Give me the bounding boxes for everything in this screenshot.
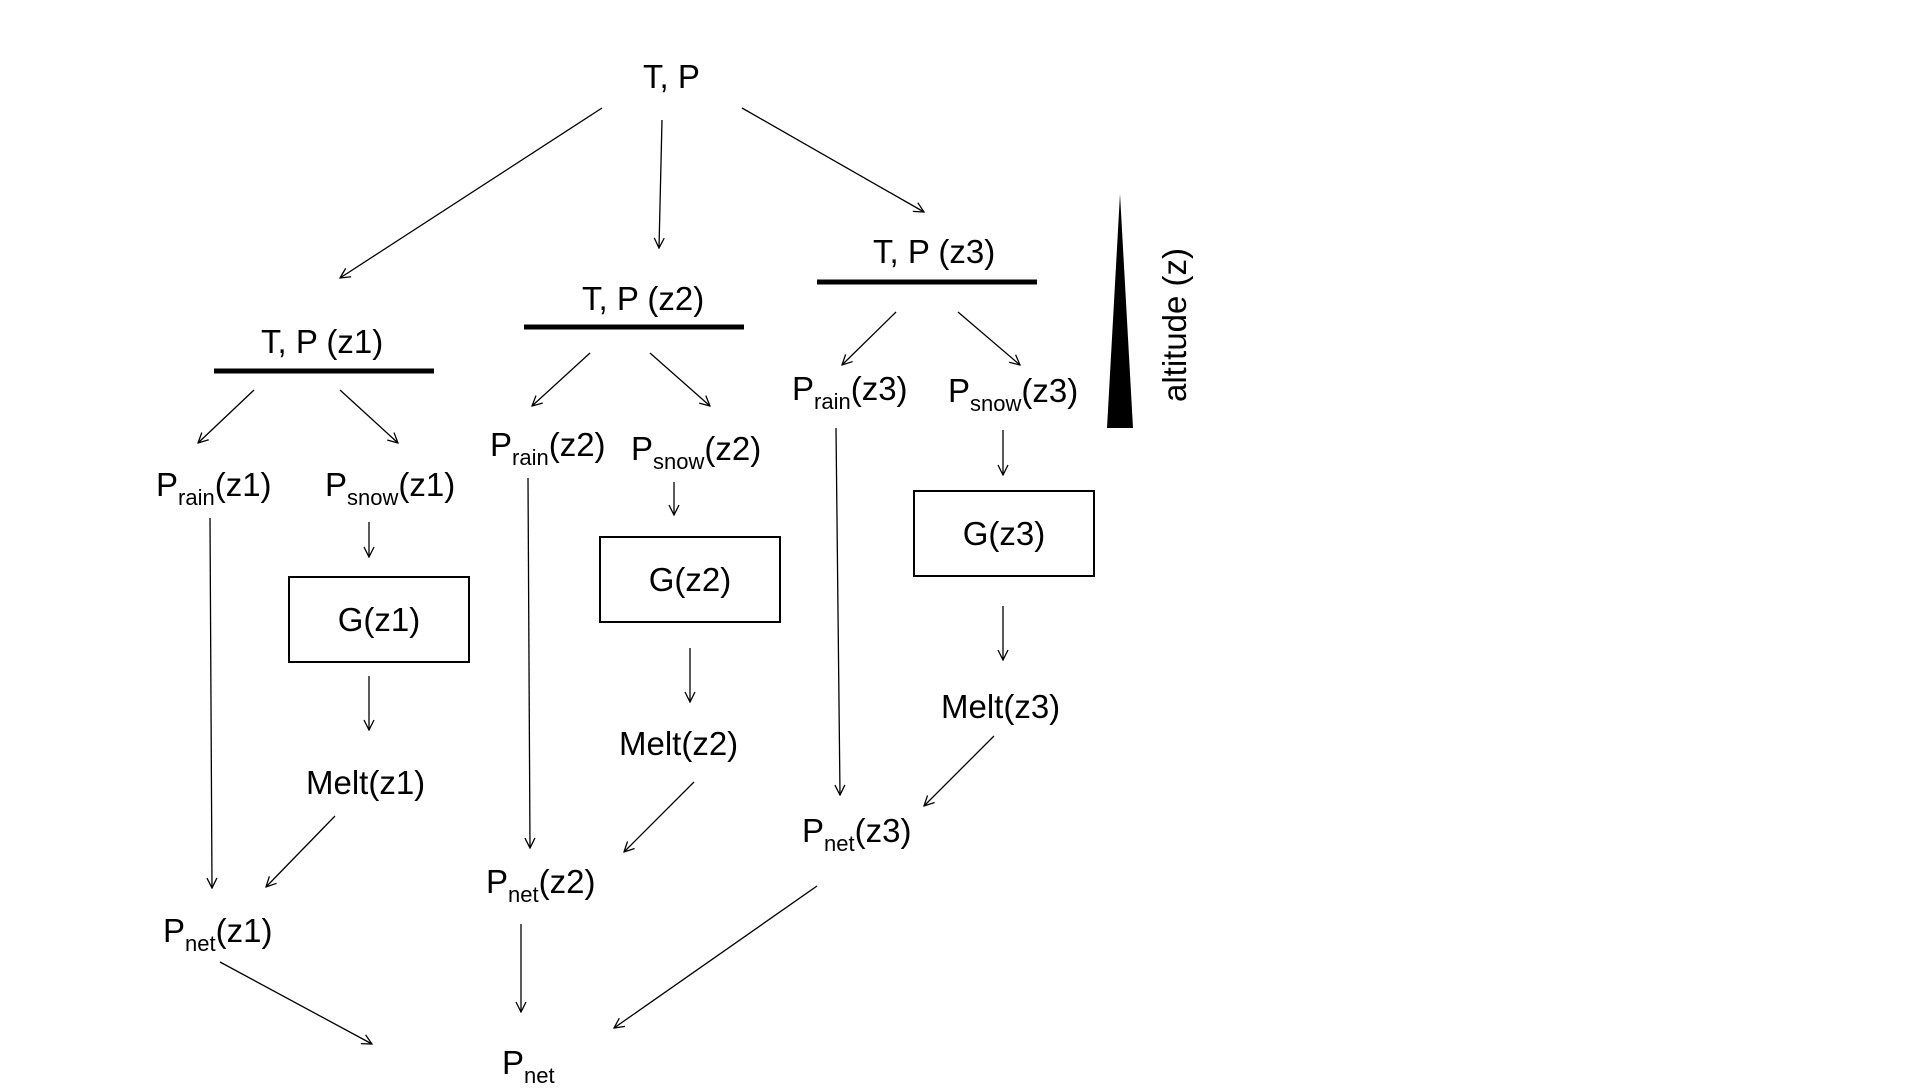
rain-z2: Prain(z2) (490, 426, 606, 470)
arrow-z1-net-to-total (219, 961, 372, 1044)
arrow-z1-to-snow (339, 389, 398, 443)
arrow-root-to-z2 (659, 119, 662, 248)
net-z3: Pnet(z3) (802, 812, 912, 856)
level-header-z3: T, P (z3) (873, 233, 996, 270)
glacier-box-z2: G(z2) (599, 536, 781, 623)
arrow-z2-to-rain (532, 352, 591, 406)
root-tp-label: T, P (643, 58, 700, 95)
arrow-z3-to-snow (957, 311, 1020, 365)
glacier-box-z1: G(z1) (288, 576, 470, 663)
arrow-z2-to-snow (649, 352, 710, 406)
arrow-z1-to-rain (198, 389, 255, 443)
arrow-z3-net-to-total (614, 885, 818, 1028)
melt-z1: Melt(z1) (306, 764, 426, 801)
level-header-z1: T, P (z1) (261, 323, 384, 360)
arrow-z3-melt-to-net (924, 735, 995, 806)
arrow-root-to-z3 (741, 107, 924, 212)
rain-z1: Prain(z1) (156, 466, 272, 510)
level-header-z2: T, P (z2) (582, 280, 705, 317)
rain-z3: Prain(z3) (792, 370, 908, 414)
arrow-z1-rain-to-net (210, 517, 212, 888)
arrow-z3-rain-to-net (836, 427, 840, 795)
net-z2: Pnet(z2) (486, 863, 596, 907)
arrow-z2-rain-to-net (528, 477, 530, 848)
snow-z2: Psnow(z2) (631, 430, 762, 474)
arrow-root-to-z1 (340, 107, 603, 278)
altitude-wedge (1107, 194, 1133, 428)
glacier-box-z3: G(z3) (913, 490, 1095, 577)
net-z1: Pnet(z1) (163, 912, 273, 956)
arrow-z1-melt-to-net (266, 815, 336, 887)
arrow-z2-melt-to-net (624, 781, 695, 852)
altitude-label: altitude (z) (1156, 247, 1194, 403)
snow-z1: Psnow(z1) (325, 466, 456, 510)
snow-z3: Psnow(z3) (948, 372, 1079, 416)
melt-z3: Melt(z3) (941, 688, 1061, 725)
net-total: Pnet (502, 1044, 555, 1088)
arrow-z3-to-rain (842, 311, 897, 365)
melt-z2: Melt(z2) (619, 725, 739, 762)
